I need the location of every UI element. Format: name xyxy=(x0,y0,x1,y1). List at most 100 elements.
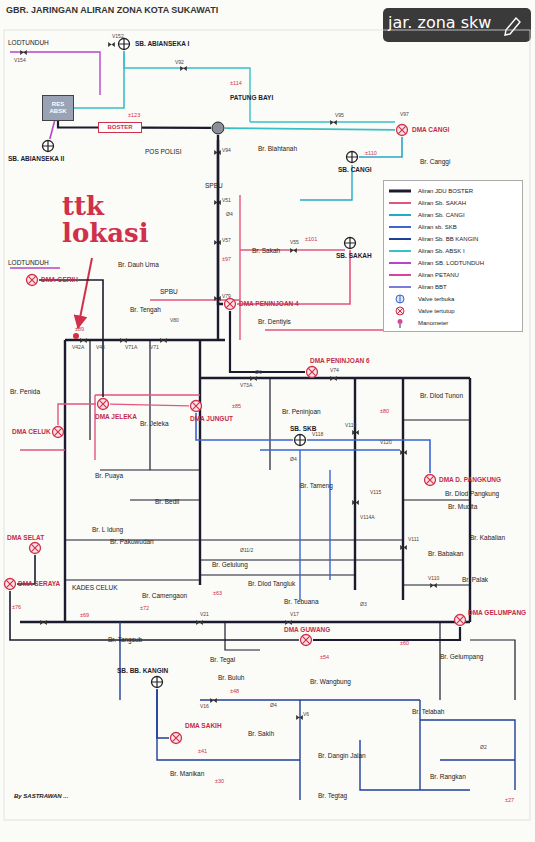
dma-meter-symbol xyxy=(28,541,42,555)
meter-ring xyxy=(397,125,408,136)
meter-ring xyxy=(225,299,236,310)
closed-valve-cross xyxy=(397,308,403,314)
valve-symbol xyxy=(330,376,337,381)
meter-cross xyxy=(6,580,14,588)
valve-symbol xyxy=(160,338,167,343)
swatch-line xyxy=(389,226,411,228)
pipe-line xyxy=(265,329,395,330)
valve-symbol xyxy=(40,620,47,625)
dma-meter: DMA PENINJOAN 6 xyxy=(305,365,319,379)
valve-symbol xyxy=(400,545,407,550)
node-label: DMA GERIH xyxy=(41,276,78,283)
source-cross xyxy=(43,141,54,152)
meter-ring xyxy=(307,367,318,378)
header-tag: jar. zona skw xyxy=(388,14,491,32)
valve-code: Ø4 xyxy=(290,457,297,463)
elevation-label: ±63 xyxy=(213,590,222,596)
dma-meter: DMA CANGI xyxy=(395,123,409,137)
node-label: PATUNG BAYI xyxy=(230,94,273,101)
place-label: Br. Gelulung xyxy=(212,561,248,568)
valve-code: V17 xyxy=(290,612,299,618)
place-label: Br. Wangbung xyxy=(310,678,351,685)
legend-label: Aliran BBT xyxy=(418,282,447,292)
pipe-line xyxy=(65,579,200,580)
meter-ring xyxy=(455,615,466,626)
source-ring xyxy=(152,677,163,688)
valve-symbol xyxy=(210,698,217,703)
pipe-line xyxy=(420,720,515,790)
pipe-line xyxy=(225,622,260,650)
place-label: Br. Penida xyxy=(10,388,40,395)
pipe-line xyxy=(403,499,470,500)
node-label: DMA PENINJOAN 6 xyxy=(310,357,370,364)
pipe-connector xyxy=(157,689,169,738)
place-label: Br. Telabah xyxy=(412,708,444,715)
pipe-line xyxy=(124,52,250,122)
valve-code: V114A xyxy=(360,515,375,521)
elevation-label: ±101 xyxy=(305,236,317,242)
legend-symbol xyxy=(388,318,412,328)
meter-cross xyxy=(172,734,180,742)
water-source-symbol xyxy=(343,236,357,250)
elevation-label: ±60 xyxy=(400,640,409,646)
valve-code: V110 xyxy=(428,576,439,582)
place-label: POS POLISI xyxy=(145,148,182,155)
pipe-line xyxy=(354,378,356,590)
pipe-line xyxy=(20,449,65,450)
node-label: SB. CANGI xyxy=(338,166,372,173)
elevation-label: ±89 xyxy=(75,326,84,332)
pencil-icon xyxy=(505,18,520,35)
valve-code: V55 xyxy=(290,240,299,246)
pipe-line xyxy=(470,640,515,700)
place-label: Br. Puaya xyxy=(95,472,123,479)
valve-symbol xyxy=(290,248,297,253)
water-source: SB. CANGI xyxy=(345,150,359,164)
pipe-line xyxy=(260,449,400,450)
legend-box: Aliran JDU BOSTERAliran Sb. SAKAHAliran … xyxy=(383,180,523,332)
elevation-label: ±80 xyxy=(380,408,389,414)
valve-symbol xyxy=(330,120,337,125)
legend-swatch xyxy=(388,210,412,220)
dma-meter: DMA GUWANG xyxy=(299,633,313,647)
source-cross xyxy=(347,152,358,163)
legend-label: Aliran Sb. ABSK I xyxy=(418,246,465,256)
pipe-connector xyxy=(10,591,299,640)
place-label: Br. Rangkan xyxy=(430,773,466,780)
place-label: Br. Buluh xyxy=(218,674,244,681)
water-source: SB. BB. KANGIN xyxy=(150,675,164,689)
valve-code: V43 xyxy=(96,345,105,351)
meter-cross xyxy=(192,402,200,410)
place-label: Br. Manikan xyxy=(170,770,204,777)
place-label: Br. Tengah xyxy=(130,306,161,313)
signature: By SASTRAWAN ... xyxy=(14,793,68,800)
reservoir-disc xyxy=(212,122,224,134)
pipe-connector xyxy=(218,135,223,304)
node-label: BOSTER xyxy=(107,124,132,131)
meter-cross xyxy=(398,126,406,134)
legend-swatch xyxy=(388,258,412,268)
pipe-line xyxy=(10,52,100,95)
manometer-head xyxy=(398,319,403,324)
valve-code: Ø3 xyxy=(360,602,367,608)
dma-meter-symbol xyxy=(423,473,437,487)
place-label: Br. Canggi xyxy=(420,158,450,165)
water-source-symbol xyxy=(345,150,359,164)
dma-meter: DMA D. PANGKUNG xyxy=(423,473,437,487)
dma-meter-symbol xyxy=(395,123,409,137)
valve-symbol xyxy=(20,50,27,55)
place-label: Br. Jeleka xyxy=(140,420,169,427)
valve-code: Ø6 xyxy=(255,370,262,376)
legend-label: Valve terbuka xyxy=(418,294,454,304)
meter-ring xyxy=(98,399,109,410)
open-valve-icon xyxy=(396,295,404,303)
place-label: Br. Bedil xyxy=(155,498,179,505)
legend-label: Aliran sb. SKB xyxy=(418,222,457,232)
place-label: Br. Tegtag xyxy=(318,792,347,799)
valve-code: V95 xyxy=(335,113,344,119)
place-label: Br. Dentiyis xyxy=(258,318,291,325)
elevation-label: ±30 xyxy=(215,778,224,784)
pipe-line xyxy=(200,574,355,575)
pipe-connector xyxy=(110,404,189,406)
pipe-line xyxy=(299,450,300,600)
node-label: DMA SAKIH xyxy=(185,722,222,729)
